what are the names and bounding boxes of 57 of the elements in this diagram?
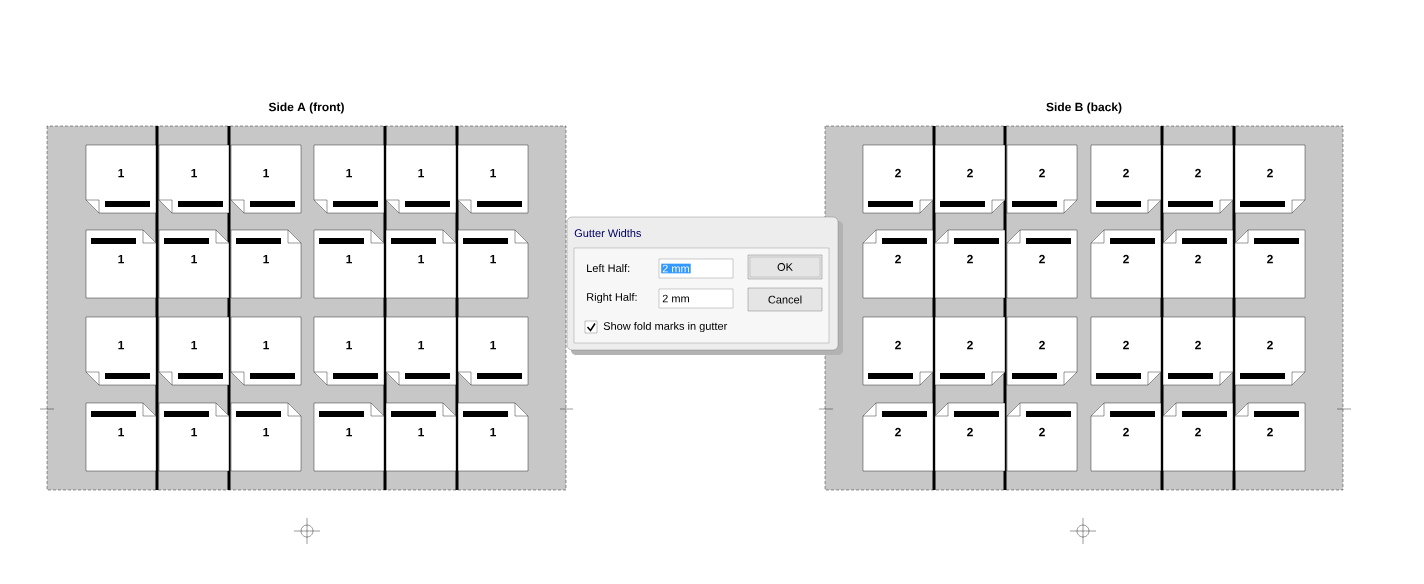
page-thumbnail: 2 — [1090, 402, 1162, 472]
page-thumbnail: 1 — [385, 229, 457, 299]
page-thumbnail: 2 — [934, 144, 1006, 214]
page-thumbnail: 1 — [457, 229, 529, 299]
page-thumbnail: 1 — [158, 316, 230, 386]
page-thumbnail: 1 — [313, 316, 385, 386]
page-thumbnail: 1 — [85, 229, 157, 299]
page-thumbnail: 1 — [385, 144, 457, 214]
page-thumbnail: 2 — [1090, 316, 1162, 386]
page-thumbnail: 1 — [385, 316, 457, 386]
field-label: Left Half: — [587, 263, 630, 273]
page-thumbnail: 2 — [862, 402, 934, 472]
page-thumbnail: 2 — [1234, 316, 1306, 386]
page-thumbnail: 1 — [457, 402, 529, 472]
page-thumbnail: 2 — [1090, 144, 1162, 214]
page-thumbnail: 2 — [1006, 402, 1078, 472]
node-label: Side B (back) — [1046, 102, 1122, 114]
input-field: 2 mm — [658, 288, 734, 309]
page-thumbnail: 2 — [1162, 402, 1234, 472]
page-thumbnail: 1 — [230, 144, 302, 214]
page-thumbnail: 1 — [313, 144, 385, 214]
page-thumbnail: 2 — [934, 229, 1006, 299]
page-thumbnail: 2 — [1234, 144, 1306, 214]
button: Cancel — [747, 287, 823, 312]
page-thumbnail: 2 — [934, 316, 1006, 386]
page-thumbnail: 2 — [1006, 316, 1078, 386]
page-thumbnail: 2 — [862, 144, 934, 214]
page-thumbnail: 2 — [1234, 229, 1306, 299]
button: OK — [747, 254, 823, 280]
page-thumbnail: 1 — [457, 316, 529, 386]
page-thumbnail: 1 — [158, 229, 230, 299]
field-label: Right Half: — [587, 292, 637, 304]
page-thumbnail: 2 — [1162, 144, 1234, 214]
node-label: Side A (front) — [268, 102, 344, 114]
page-thumbnail: 1 — [85, 316, 157, 386]
page-thumbnail: 1 — [313, 229, 385, 299]
page-thumbnail: 1 — [230, 229, 302, 299]
input-field: 2 mm — [658, 258, 734, 279]
page-thumbnail: 2 — [1006, 144, 1078, 214]
page-thumbnail: 2 — [1234, 402, 1306, 472]
page-thumbnail: 2 — [1006, 229, 1078, 299]
page-thumbnail: 1 — [158, 402, 230, 472]
page-thumbnail: 2 — [1162, 316, 1234, 386]
page-thumbnail: 2 — [1090, 229, 1162, 299]
page-thumbnail: 2 — [1162, 229, 1234, 299]
page-thumbnail: 1 — [457, 144, 529, 214]
page-thumbnail: 2 — [934, 402, 1006, 472]
page-thumbnail: 2 — [862, 316, 934, 386]
page-thumbnail: 1 — [313, 402, 385, 472]
page-thumbnail: 1 — [230, 316, 302, 386]
page-thumbnail: 1 — [158, 144, 230, 214]
page-thumbnail: 2 — [862, 229, 934, 299]
page-thumbnail: 1 — [85, 144, 157, 214]
page-thumbnail: 1 — [385, 402, 457, 472]
checkbox-label: Show fold marks in gutter — [603, 321, 728, 333]
page-thumbnail: 1 — [230, 402, 302, 472]
page-thumbnail: 1 — [85, 402, 157, 472]
